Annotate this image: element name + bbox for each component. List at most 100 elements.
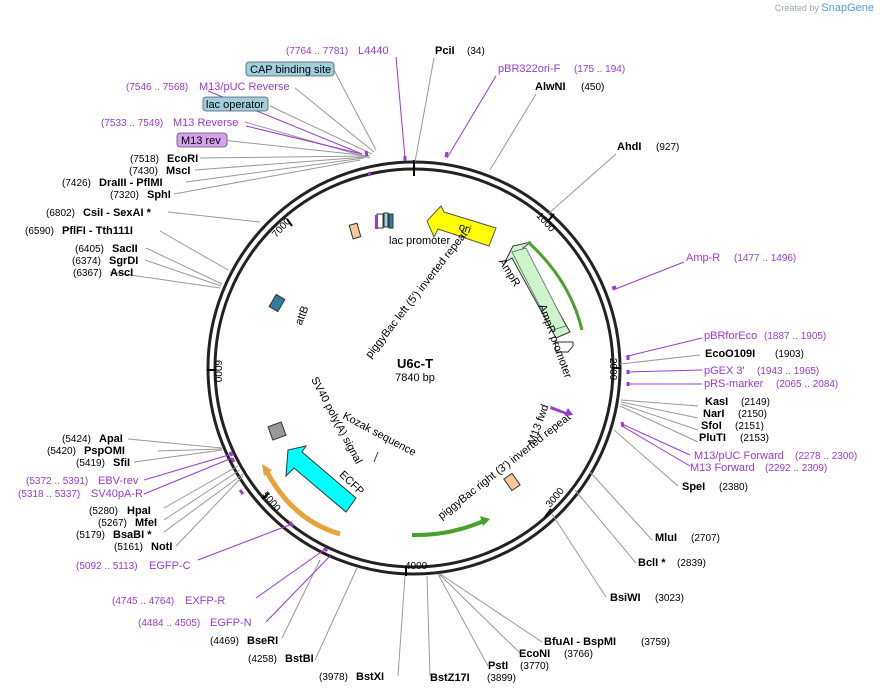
enzyme-MfeI-pos: (5267) [98,518,127,529]
tick-1000 [547,213,555,222]
cap-site-box[interactable] [388,213,394,229]
enzyme-MluI[interactable]: MluI [655,532,677,544]
enzyme-DraIII[interactable]: DraIII - PflMI [99,177,163,189]
primer-SV40pA-R[interactable]: SV40pA-R [91,488,143,500]
enzyme-EcoNI-pos: (3766) [564,649,593,660]
primer-pRS-marker[interactable]: pRS-marker [704,378,764,390]
primer-M13-Reverse[interactable]: M13 Reverse [173,117,238,129]
snapgene-logo-text: SnapGene [821,2,874,14]
enzyme-SpeI[interactable]: SpeI [682,481,705,493]
primer-EBV-rev[interactable]: EBV-rev [98,475,139,487]
enzyme-BsaBI[interactable]: BsaBI * [113,529,152,541]
primer-M13-Reverse-range: (7533 .. 7549) [101,118,163,129]
enzyme-EcoNI[interactable]: EcoNI [519,648,550,660]
enzyme-PciI-pos: (34) [467,46,485,57]
enzyme-PspOMI-pos: (5420) [47,446,76,457]
enzyme-BstZ17I-pos: (3899) [487,673,516,684]
primer-M13pUC-Forward[interactable]: M13/pUC Forward [694,450,784,462]
enzyme-ApaI-pos: (5424) [62,434,91,445]
enzyme-EcoO109I[interactable]: EcoO109I [705,348,755,360]
boxed-features: CAP binding site lac operator M13 rev [176,61,335,148]
enzyme-NarI[interactable]: NarI [703,408,724,420]
primer-EBV-rev-range: (5372 .. 5391) [26,476,88,487]
attb-box[interactable] [268,293,286,313]
sv40-box[interactable] [267,421,287,441]
enzyme-KasI[interactable]: KasI [705,396,728,408]
enzyme-AlwNI[interactable]: AlwNI [535,81,566,93]
primer-pBR322ori-F[interactable]: pBR322ori-F [498,63,561,75]
enzyme-SfiI[interactable]: SfiI [113,457,130,469]
enzyme-SgrDI[interactable]: SgrDI [109,255,138,267]
pb-right-arc-head [480,516,490,526]
primer-EGFP-N-range: (4484 .. 4505) [138,618,200,629]
enzyme-SacII[interactable]: SacII [112,243,138,255]
enzyme-SacII-pos: (6405) [75,244,104,255]
primer-L4440-range: (7764 .. 7781) [286,46,348,57]
primer-EGFP-C[interactable]: EGFP-C [149,560,191,572]
attb-label: attB [293,304,311,327]
enzyme-NotI[interactable]: NotI [151,541,172,553]
enzyme-CsiI[interactable]: CsiI - SexAI * [83,207,152,219]
enzyme-SphI[interactable]: SphI [147,189,171,201]
enzyme-PluTI-pos: (2153) [740,433,769,444]
primer-L4440[interactable]: L4440 [358,45,389,57]
enzyme-BclI[interactable]: BclI * [638,557,666,569]
enzyme-MfeI[interactable]: MfeI [135,517,157,529]
enzyme-ApaI[interactable]: ApaI [99,433,123,445]
enzyme-NarI-pos: (2150) [738,409,767,420]
enzyme-BsiWI-pos: (3023) [655,593,684,604]
enzyme-PflFI[interactable]: PflFI - Tth111I [62,225,133,237]
primer-pBRforEco-range: (1887 .. 1905) [764,331,826,342]
m13-rev-tag[interactable] [176,132,228,148]
primer-EGFP-N[interactable]: EGFP-N [210,617,252,629]
primer-M13-Forward[interactable]: M13 Forward [690,462,755,474]
ori-arrow[interactable] [426,205,497,247]
enzyme-BstBI[interactable]: BstBI [285,653,314,665]
enzyme-CsiI-pos: (6802) [46,208,75,219]
enzyme-BstXI[interactable]: BstXI [356,671,384,683]
enzyme-PspOMI[interactable]: PspOMI [84,445,125,457]
enzyme-PstI[interactable]: PstI [488,660,508,672]
m13rev-box[interactable] [375,215,378,229]
enzyme-BsiWI[interactable]: BsiWI [610,592,641,604]
enzyme-AhdI[interactable]: AhdI [617,141,641,153]
enzyme-PluTI[interactable]: PluTI [699,432,726,444]
primer-pGEX3[interactable]: pGEX 3' [704,365,745,377]
pb-right-box[interactable] [503,472,521,492]
enzyme-SphI-pos: (7320) [110,190,139,201]
ampr-promoter-arrow[interactable] [554,341,574,353]
lac-operator-tag[interactable] [202,96,269,112]
primer-pBRforEco[interactable]: pBRforEco [704,330,757,342]
enzyme-BfuAI[interactable]: BfuAI - BspMI [544,636,616,648]
enzyme-EcoRI-pos: (7518) [130,154,159,165]
enzyme-AlwNI-pos: (450) [581,82,604,93]
primer-Amp-R[interactable]: Amp-R [686,252,720,264]
enzyme-SfiI-pos: (5419) [76,458,105,469]
primer-EXFP-R-range: (4745 .. 4764) [112,596,174,607]
ecfp-arrow[interactable] [285,445,357,513]
enzyme-BstZ17I[interactable]: BstZ17I [430,672,470,684]
cap-binding-site-tag[interactable] [245,61,335,77]
pb-left-box[interactable] [348,222,362,240]
enzyme-MscI-pos: (7430) [129,166,158,177]
leader-lines [109,57,701,677]
enzyme-PflFI-pos: (6590) [25,226,54,237]
enzyme-MscI[interactable]: MscI [166,165,190,177]
enzyme-AscI[interactable]: AscI [110,267,133,279]
enzyme-BseRI[interactable]: BseRI [247,635,278,647]
enzyme-SfoI[interactable]: SfoI [701,420,722,432]
primer-M13pUC-Reverse[interactable]: M13/pUC Reverse [199,81,289,93]
primer-pGEX3-range: (1943 .. 1965) [757,366,819,377]
tick-label-4000: 4000 [405,561,428,572]
enzyme-HpaI[interactable]: HpaI [127,505,151,517]
lac-operator-box[interactable] [383,212,389,228]
m13fwd-arrow[interactable] [550,406,573,416]
primer-EXFP-R[interactable]: EXFP-R [185,595,225,607]
primer-pBR322ori-F-range: (175 .. 194) [574,64,625,75]
plasmid-length: 7840 bp [395,372,435,384]
enzyme-PciI[interactable]: PciI [435,45,455,57]
cap-binding-site-text: CAP binding site [250,64,331,76]
enzyme-EcoRI[interactable]: EcoRI [167,153,198,165]
plasmid-name: U6c-T [397,356,433,371]
